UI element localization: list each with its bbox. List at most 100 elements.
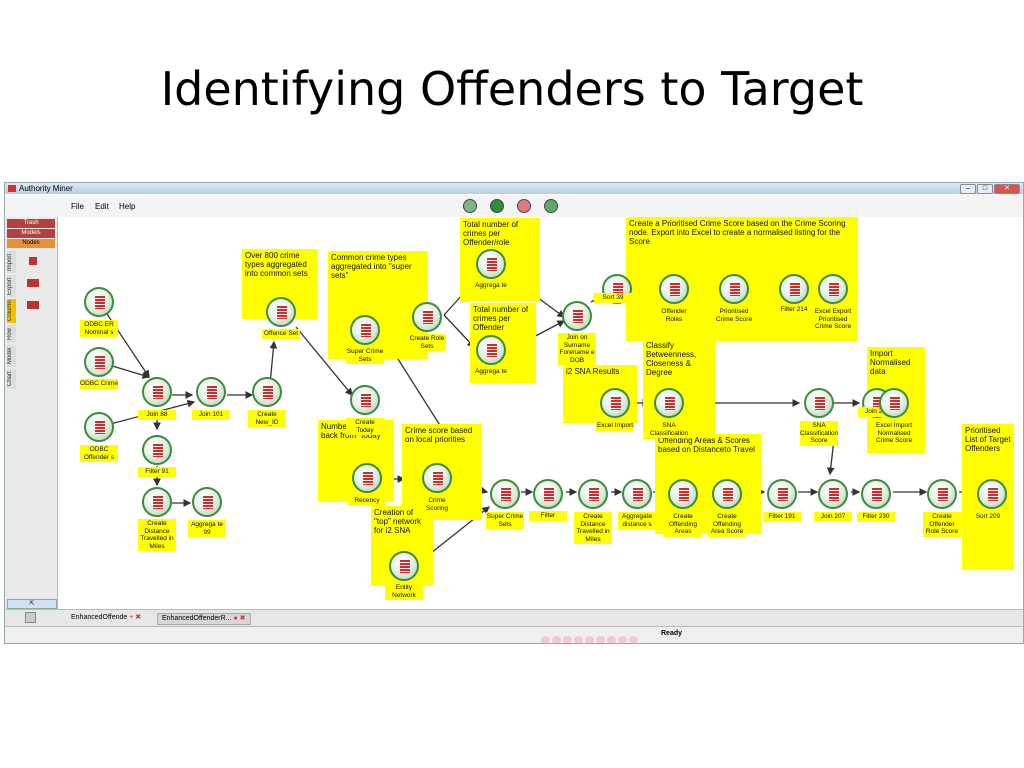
workflow-node[interactable] [600,388,630,418]
node-icon [613,283,623,296]
tab-document-label: EnhancedOffende [71,614,128,621]
node-label: Aggrega te [472,281,510,291]
palette-node-icon[interactable] [29,257,37,265]
workflow-node[interactable] [142,377,172,407]
workflow-node[interactable] [142,435,172,465]
node-label: Create Offending Areas [664,512,702,537]
workflow-node[interactable] [84,347,114,377]
node-icon [153,496,163,509]
workflow-canvas: Over 800 crime types aggregated into com… [59,217,1023,609]
workflow-node[interactable] [779,274,809,304]
workflow-node[interactable] [196,377,226,407]
node-icon [363,472,373,485]
run-button[interactable] [490,199,504,213]
menu-edit[interactable]: Edit [95,202,109,211]
node-label: ODBC ER Nominal s [80,320,118,337]
workflow-node[interactable] [252,377,282,407]
workflow-node[interactable] [142,487,172,517]
workflow-node[interactable] [562,301,592,331]
workflow-node[interactable] [476,249,506,279]
node-label: Filter 91 [138,467,176,477]
workflow-node[interactable] [879,388,909,418]
node-icon [95,296,105,309]
node-label: Excel Import [596,421,634,431]
node-icon [815,397,825,410]
status-text: Ready [661,630,683,637]
menu-help[interactable]: Help [119,202,136,211]
tab-column[interactable]: Column [7,299,16,323]
menu-file[interactable]: File [71,202,84,211]
node-icon [487,344,497,357]
workflow-node[interactable] [804,388,834,418]
workflow-node[interactable] [192,487,222,517]
back-button[interactable] [463,199,477,213]
palette-node-icon[interactable] [27,301,39,309]
workflow-node[interactable] [712,479,742,509]
workflow-node[interactable] [350,385,380,415]
tab-models[interactable]: Models [7,229,55,238]
tab-trash[interactable]: Trash [7,219,55,228]
node-label: Entity Network [385,583,423,600]
workflow-node[interactable] [927,479,957,509]
node-label: Super Crime Sets [346,347,384,364]
stop-button[interactable] [517,199,531,213]
node-label: Offence Set [262,329,300,339]
minimize-button[interactable]: – [960,184,976,194]
tab-export[interactable]: Export [7,275,16,297]
node-label: Aggrega te 99 [188,520,226,537]
workflow-node[interactable] [533,479,563,509]
workflow-node[interactable] [266,297,296,327]
tab-nodes[interactable]: Nodes [7,239,55,248]
node-icon [423,311,433,324]
tab-chart[interactable]: Chart [7,369,16,389]
node-icon [670,283,680,296]
workflow-node[interactable] [490,479,520,509]
workflow-node[interactable] [422,463,452,493]
node-label: ODBC Offender s [80,445,118,462]
cursor-tool-icon[interactable]: ⇱ [7,599,57,609]
workflow-node[interactable] [668,479,698,509]
workflow-node[interactable] [412,302,442,332]
workflow-node[interactable] [389,551,419,581]
node-icon [361,324,371,337]
tab-model[interactable]: Model [7,345,16,367]
maximize-button[interactable]: □ [977,184,993,194]
workflow-node[interactable] [659,274,689,304]
node-icon [633,488,643,501]
node-label: Offender Roles [655,307,693,324]
workflow-node[interactable] [352,463,382,493]
node-icon [988,488,998,501]
palette-node-icon[interactable] [27,279,39,287]
tab-document-2[interactable]: EnhancedOffenderR... ● ✖ [157,613,251,625]
node-label: Create Offender Role Score [923,512,961,537]
node-icon [872,488,882,501]
workflow-node[interactable] [622,479,652,509]
workflow-node[interactable] [84,287,114,317]
tab-document-label: EnhancedOffenderR... [162,615,232,622]
grid-icon[interactable] [25,612,36,623]
workflow-node[interactable] [818,479,848,509]
workflow-node[interactable] [861,479,891,509]
node-label: Filter 191 [763,512,801,522]
workflow-node[interactable] [818,274,848,304]
workflow-node[interactable] [350,315,380,345]
workflow-node[interactable] [719,274,749,304]
tab-import[interactable]: Import [7,251,16,273]
close-tab-icon[interactable]: + ✖ [129,614,142,621]
node-icon [611,397,621,410]
workflow-node[interactable] [476,335,506,365]
node-icon [153,444,163,457]
workflow-node[interactable] [654,388,684,418]
node-label: Sort 39 [594,293,632,303]
tab-row[interactable]: Row [7,325,16,343]
tab-document-1[interactable]: EnhancedOffende + ✖ [67,613,145,623]
confirm-button[interactable] [544,199,558,213]
close-button[interactable]: ✕ [994,184,1020,194]
workflow-node[interactable] [84,412,114,442]
workflow-node[interactable] [977,479,1007,509]
workflow-node[interactable] [578,479,608,509]
close-tab-icon[interactable]: ● ✖ [233,615,246,622]
node-icon [730,283,740,296]
node-label: Sort 209 [969,512,1007,522]
workflow-node[interactable] [767,479,797,509]
